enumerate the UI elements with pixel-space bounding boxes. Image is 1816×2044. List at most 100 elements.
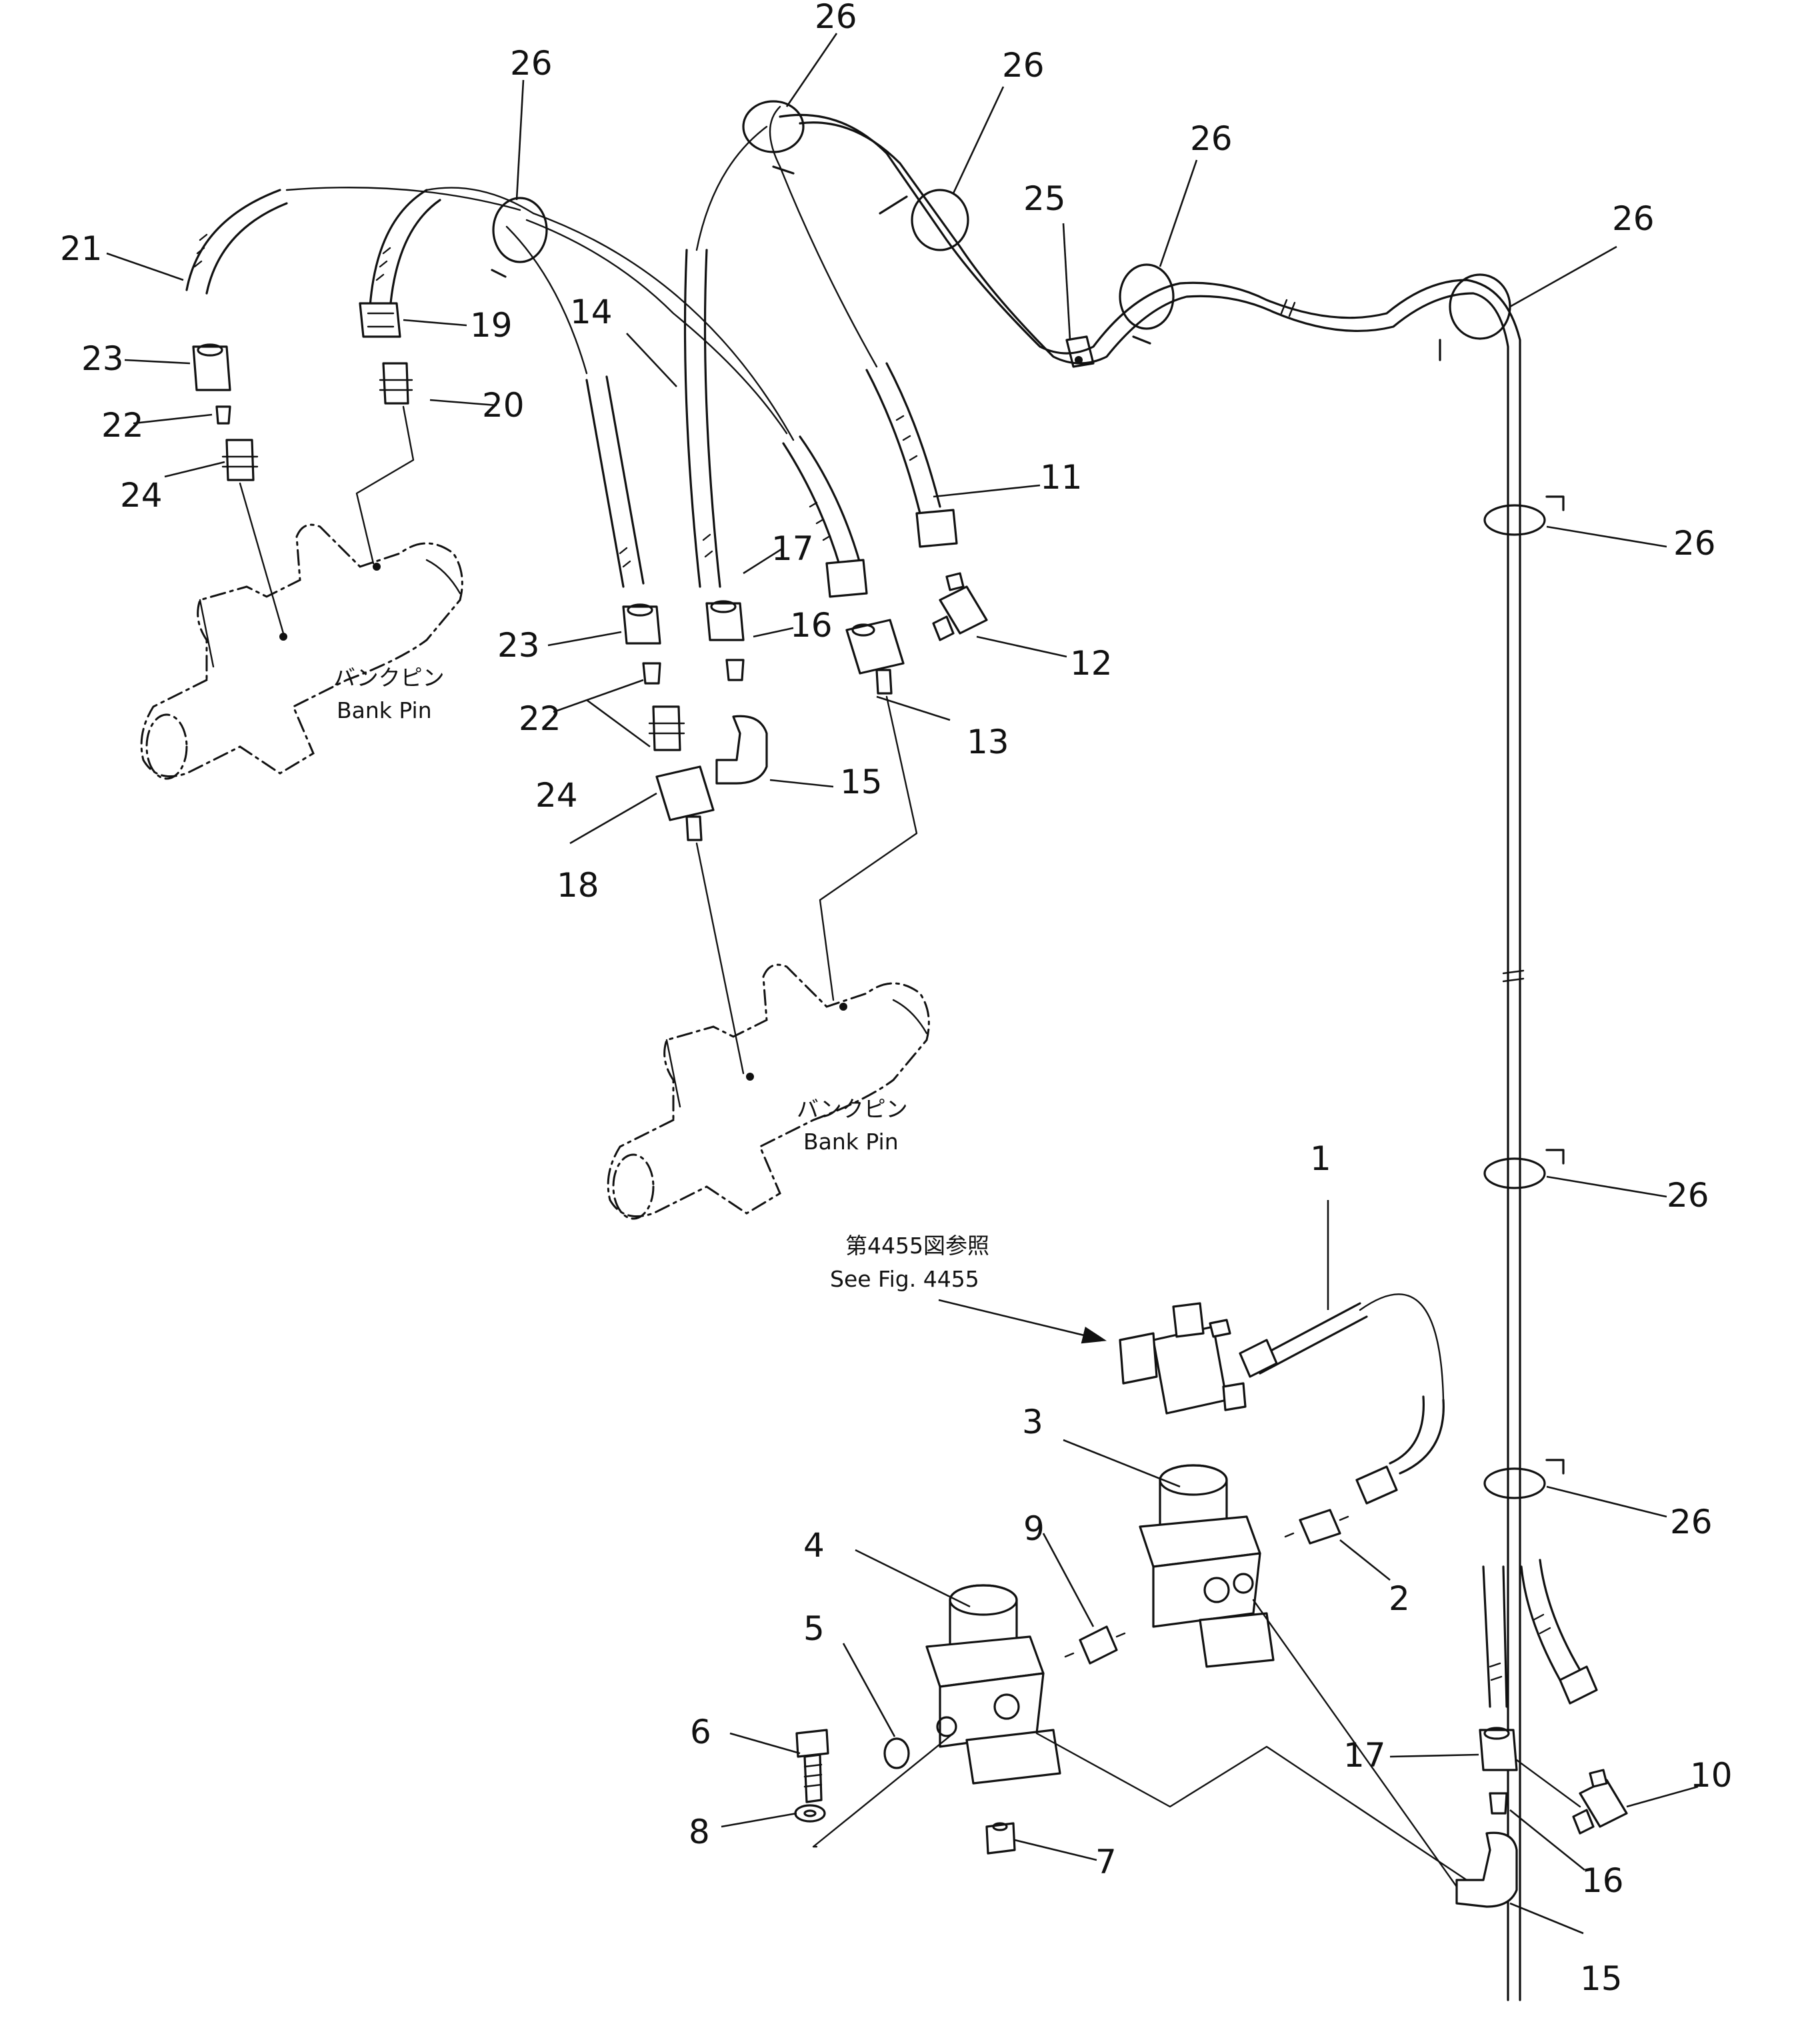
callout-26: 26	[1612, 199, 1655, 238]
connector-24-left	[221, 439, 259, 481]
hose-19	[369, 187, 535, 311]
callout-10: 10	[1690, 1756, 1733, 1795]
sleeve-16-lower	[1489, 1792, 1508, 1815]
callout-9: 9	[1023, 1509, 1045, 1548]
line-valve3-to-15	[1252, 1599, 1458, 1888]
callout-26: 26	[1190, 119, 1233, 158]
callout-5: 5	[803, 1609, 825, 1648]
callout-15: 15	[1580, 1959, 1623, 1998]
callout-26: 26	[1002, 46, 1045, 85]
connector-20	[379, 362, 413, 405]
callout-3: 3	[1022, 1403, 1043, 1441]
nut-7	[985, 1822, 1016, 1855]
break-mark-upper	[1280, 299, 1296, 317]
line-24-to-pin	[239, 482, 285, 635]
block-18	[655, 765, 715, 841]
line-valve4-base	[812, 1732, 955, 1848]
callout-15: 15	[840, 763, 883, 801]
callout-23: 23	[497, 626, 540, 665]
bank-pin-label-jp: バンクピン	[333, 665, 445, 691]
line-18-to-pin	[695, 842, 745, 1075]
sleeve-22-center	[642, 662, 661, 685]
callout-11: 11	[1040, 458, 1083, 497]
callout-24: 24	[535, 776, 578, 815]
tube-to-13	[532, 212, 795, 441]
callout-26: 26	[1673, 524, 1716, 563]
callout-22: 22	[519, 699, 561, 738]
connector-2	[1284, 1509, 1349, 1545]
callout-4: 4	[803, 1526, 825, 1565]
callout-26: 26	[1667, 1176, 1709, 1215]
hose-lower-right	[1482, 1559, 1598, 1708]
clamp-26-d	[1119, 263, 1175, 345]
sleeve-17-center	[705, 600, 745, 641]
leaders	[106, 33, 1699, 1935]
referenced-valve	[1119, 1302, 1247, 1415]
callout-22: 22	[101, 406, 144, 445]
callout-25: 25	[1023, 179, 1066, 218]
clamp-26-b	[742, 100, 805, 175]
hose-17	[683, 125, 768, 588]
callout-26: 26	[815, 0, 857, 36]
bank-pin-left	[140, 523, 463, 780]
clamp-26-a	[491, 197, 548, 278]
callout-19: 19	[470, 306, 513, 345]
callout-14: 14	[570, 293, 613, 331]
callout-18: 18	[557, 866, 599, 905]
callout-26: 26	[1670, 1503, 1713, 1541]
hose-14	[525, 219, 788, 435]
bank-pin-label-en: Bank Pin	[803, 1129, 899, 1155]
bank-pin-label-jp: バンクピン	[797, 1096, 908, 1122]
callout-6: 6	[690, 1713, 711, 1751]
see-fig-label-en: See Fig. 4455	[830, 1266, 979, 1292]
callout-24: 24	[120, 476, 163, 515]
line-valve4-to-15	[1035, 1732, 1468, 1881]
clamp-26-f	[1483, 495, 1565, 536]
see-fig-label-jp: 第4455図参照	[845, 1233, 989, 1259]
elbow-15-center	[715, 715, 768, 785]
break-mark-lower	[1502, 969, 1525, 983]
hose-13	[782, 435, 861, 568]
hose-14b	[505, 225, 588, 375]
main-tube-upper-2	[799, 121, 1509, 2001]
callout-21: 21	[60, 229, 103, 268]
callout-7: 7	[1095, 1843, 1117, 1881]
line-17-to-10	[1515, 1759, 1581, 1808]
callout-26: 26	[510, 44, 553, 83]
elbow-15-lower	[1455, 1831, 1518, 1908]
sleeve-23-left	[192, 343, 231, 391]
callout-8: 8	[689, 1813, 710, 1851]
sleeve-23-center	[622, 603, 661, 645]
main-tube-upper	[779, 113, 1521, 2001]
valve-3	[1139, 1464, 1275, 1668]
elbow-12	[932, 572, 988, 641]
nut-13	[825, 559, 868, 598]
hose-23	[585, 375, 645, 588]
sleeve-17-lower	[1479, 1727, 1518, 1771]
callout-16: 16	[790, 606, 833, 645]
valve-4	[925, 1584, 1061, 1785]
connector-9	[1064, 1625, 1126, 1665]
clip-25	[1065, 335, 1095, 368]
hose-21	[185, 187, 521, 295]
callout-16: 16	[1581, 1861, 1624, 1900]
callout-17: 17	[771, 529, 814, 568]
clamp-26-c	[879, 189, 969, 251]
bolt-6	[795, 1729, 829, 1803]
callout-1: 1	[1310, 1139, 1331, 1178]
line-13-to-pin	[819, 695, 918, 1001]
callout-13: 13	[967, 723, 1009, 761]
nut-19	[359, 302, 401, 338]
clamp-26-h	[1483, 1459, 1565, 1499]
plug-5	[883, 1737, 910, 1769]
hose-11	[769, 105, 941, 515]
connector-24-center	[648, 705, 685, 751]
callout-12: 12	[1070, 644, 1113, 683]
sleeve-22-left	[215, 405, 231, 425]
callout-23: 23	[81, 339, 124, 378]
block-13	[845, 619, 905, 695]
elbow-10	[1572, 1769, 1628, 1835]
nut-11	[915, 509, 958, 548]
bank-pin-label-en: Bank Pin	[337, 697, 432, 723]
